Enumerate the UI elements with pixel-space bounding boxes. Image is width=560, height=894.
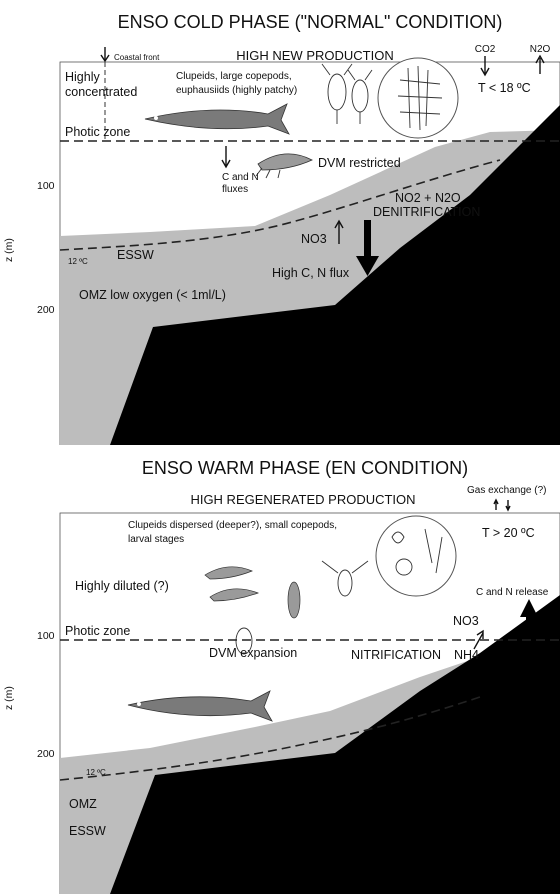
cold-denitrification-label: DENITRIFICATION	[373, 205, 480, 219]
cold-concentration-line1: Highly	[65, 70, 100, 84]
warm-release-label: C and N release	[476, 587, 549, 598]
cold-dvm-label: DVM restricted	[318, 156, 401, 170]
warm-depth-axis-label: z (m)	[3, 686, 15, 710]
cold-concentration-line2: concentrated	[65, 85, 137, 99]
cold-fluxes-line2: fluxes	[222, 184, 248, 195]
cold-species-line1: Clupeids, large copepods,	[176, 71, 292, 82]
cold-no2-n2o-label: NO2 + N2O	[395, 191, 461, 205]
warm-photic-zone-label: Photic zone	[65, 624, 130, 638]
cold-shrimp-sketch	[255, 153, 313, 179]
warm-larvae-illustration	[375, 515, 457, 597]
warm-zooplankton-sketch	[204, 560, 369, 655]
cold-temperature: T < 18 ºC	[478, 81, 531, 95]
warm-release-arrow	[520, 599, 538, 645]
cold-depth-tick-100: 100	[37, 180, 55, 192]
warm-nh4-label: NH4	[454, 648, 479, 662]
cold-shelf	[110, 105, 560, 445]
cold-phase-title: ENSO COLD PHASE ("NORMAL" CONDITION)	[118, 12, 503, 32]
cold-isotherm-label: 12 ºC	[68, 257, 88, 266]
cold-euphausiid-illustration	[377, 57, 459, 139]
warm-anchovy-fish	[127, 690, 273, 722]
warm-depth-tick-200: 200	[37, 748, 55, 760]
cold-n2o-label: N2O	[530, 44, 551, 55]
cold-co2-label: CO2	[475, 44, 496, 55]
cold-anchovy-fish	[144, 103, 290, 135]
cold-fluxes-line1: C and N	[222, 172, 259, 183]
warm-production-label: HIGH REGENERATED PRODUCTION	[190, 492, 415, 507]
cold-high-flux-arrow	[356, 220, 379, 276]
warm-nitrification-arrow	[473, 632, 484, 650]
warm-nitrification-label: NITRIFICATION	[351, 648, 441, 662]
cold-depth-tick-200: 200	[37, 304, 55, 316]
warm-phase-title: ENSO WARM PHASE (EN CONDITION)	[142, 458, 468, 478]
warm-no3-label: NO3	[453, 614, 479, 628]
cold-coastal-front-label: Coastal front	[114, 53, 160, 62]
cold-production-label: HIGH NEW PRODUCTION	[236, 48, 393, 63]
cold-photic-zone-label: Photic zone	[65, 125, 130, 139]
warm-phase-panel: ENSO WARM PHASE (EN CONDITION) HIGH REGE…	[3, 458, 560, 894]
cold-copepod-sketch	[321, 63, 373, 124]
cold-species-line2: euphausiids (highly patchy)	[176, 85, 297, 96]
cold-depth-axis-label: z (m)	[3, 238, 15, 262]
cold-phase-panel: ENSO COLD PHASE ("NORMAL" CONDITION) Coa…	[3, 12, 560, 445]
warm-oxycline-line	[59, 696, 481, 781]
warm-shelf	[110, 595, 560, 894]
warm-essw-label: ESSW	[69, 824, 106, 838]
cold-no3-label: NO3	[301, 232, 327, 246]
warm-diluted-label: Highly diluted (?)	[75, 579, 169, 593]
warm-temperature: T > 20 ºC	[482, 526, 535, 540]
cold-high-flux-label: High C, N flux	[272, 266, 350, 280]
warm-species-line1: Clupeids dispersed (deeper?), small cope…	[128, 520, 337, 531]
warm-species-line2: larval stages	[128, 534, 184, 545]
cold-essw-label: ESSW	[117, 248, 154, 262]
warm-gas-exchange-label: Gas exchange (?)	[467, 485, 547, 496]
warm-depth-tick-100: 100	[37, 630, 55, 642]
warm-omz-label: OMZ	[69, 797, 97, 811]
warm-dvm-label: DVM expansion	[209, 646, 297, 660]
warm-isotherm-label: 12 ºC	[86, 768, 106, 777]
cold-omz-label: OMZ low oxygen (< 1ml/L)	[79, 288, 226, 302]
